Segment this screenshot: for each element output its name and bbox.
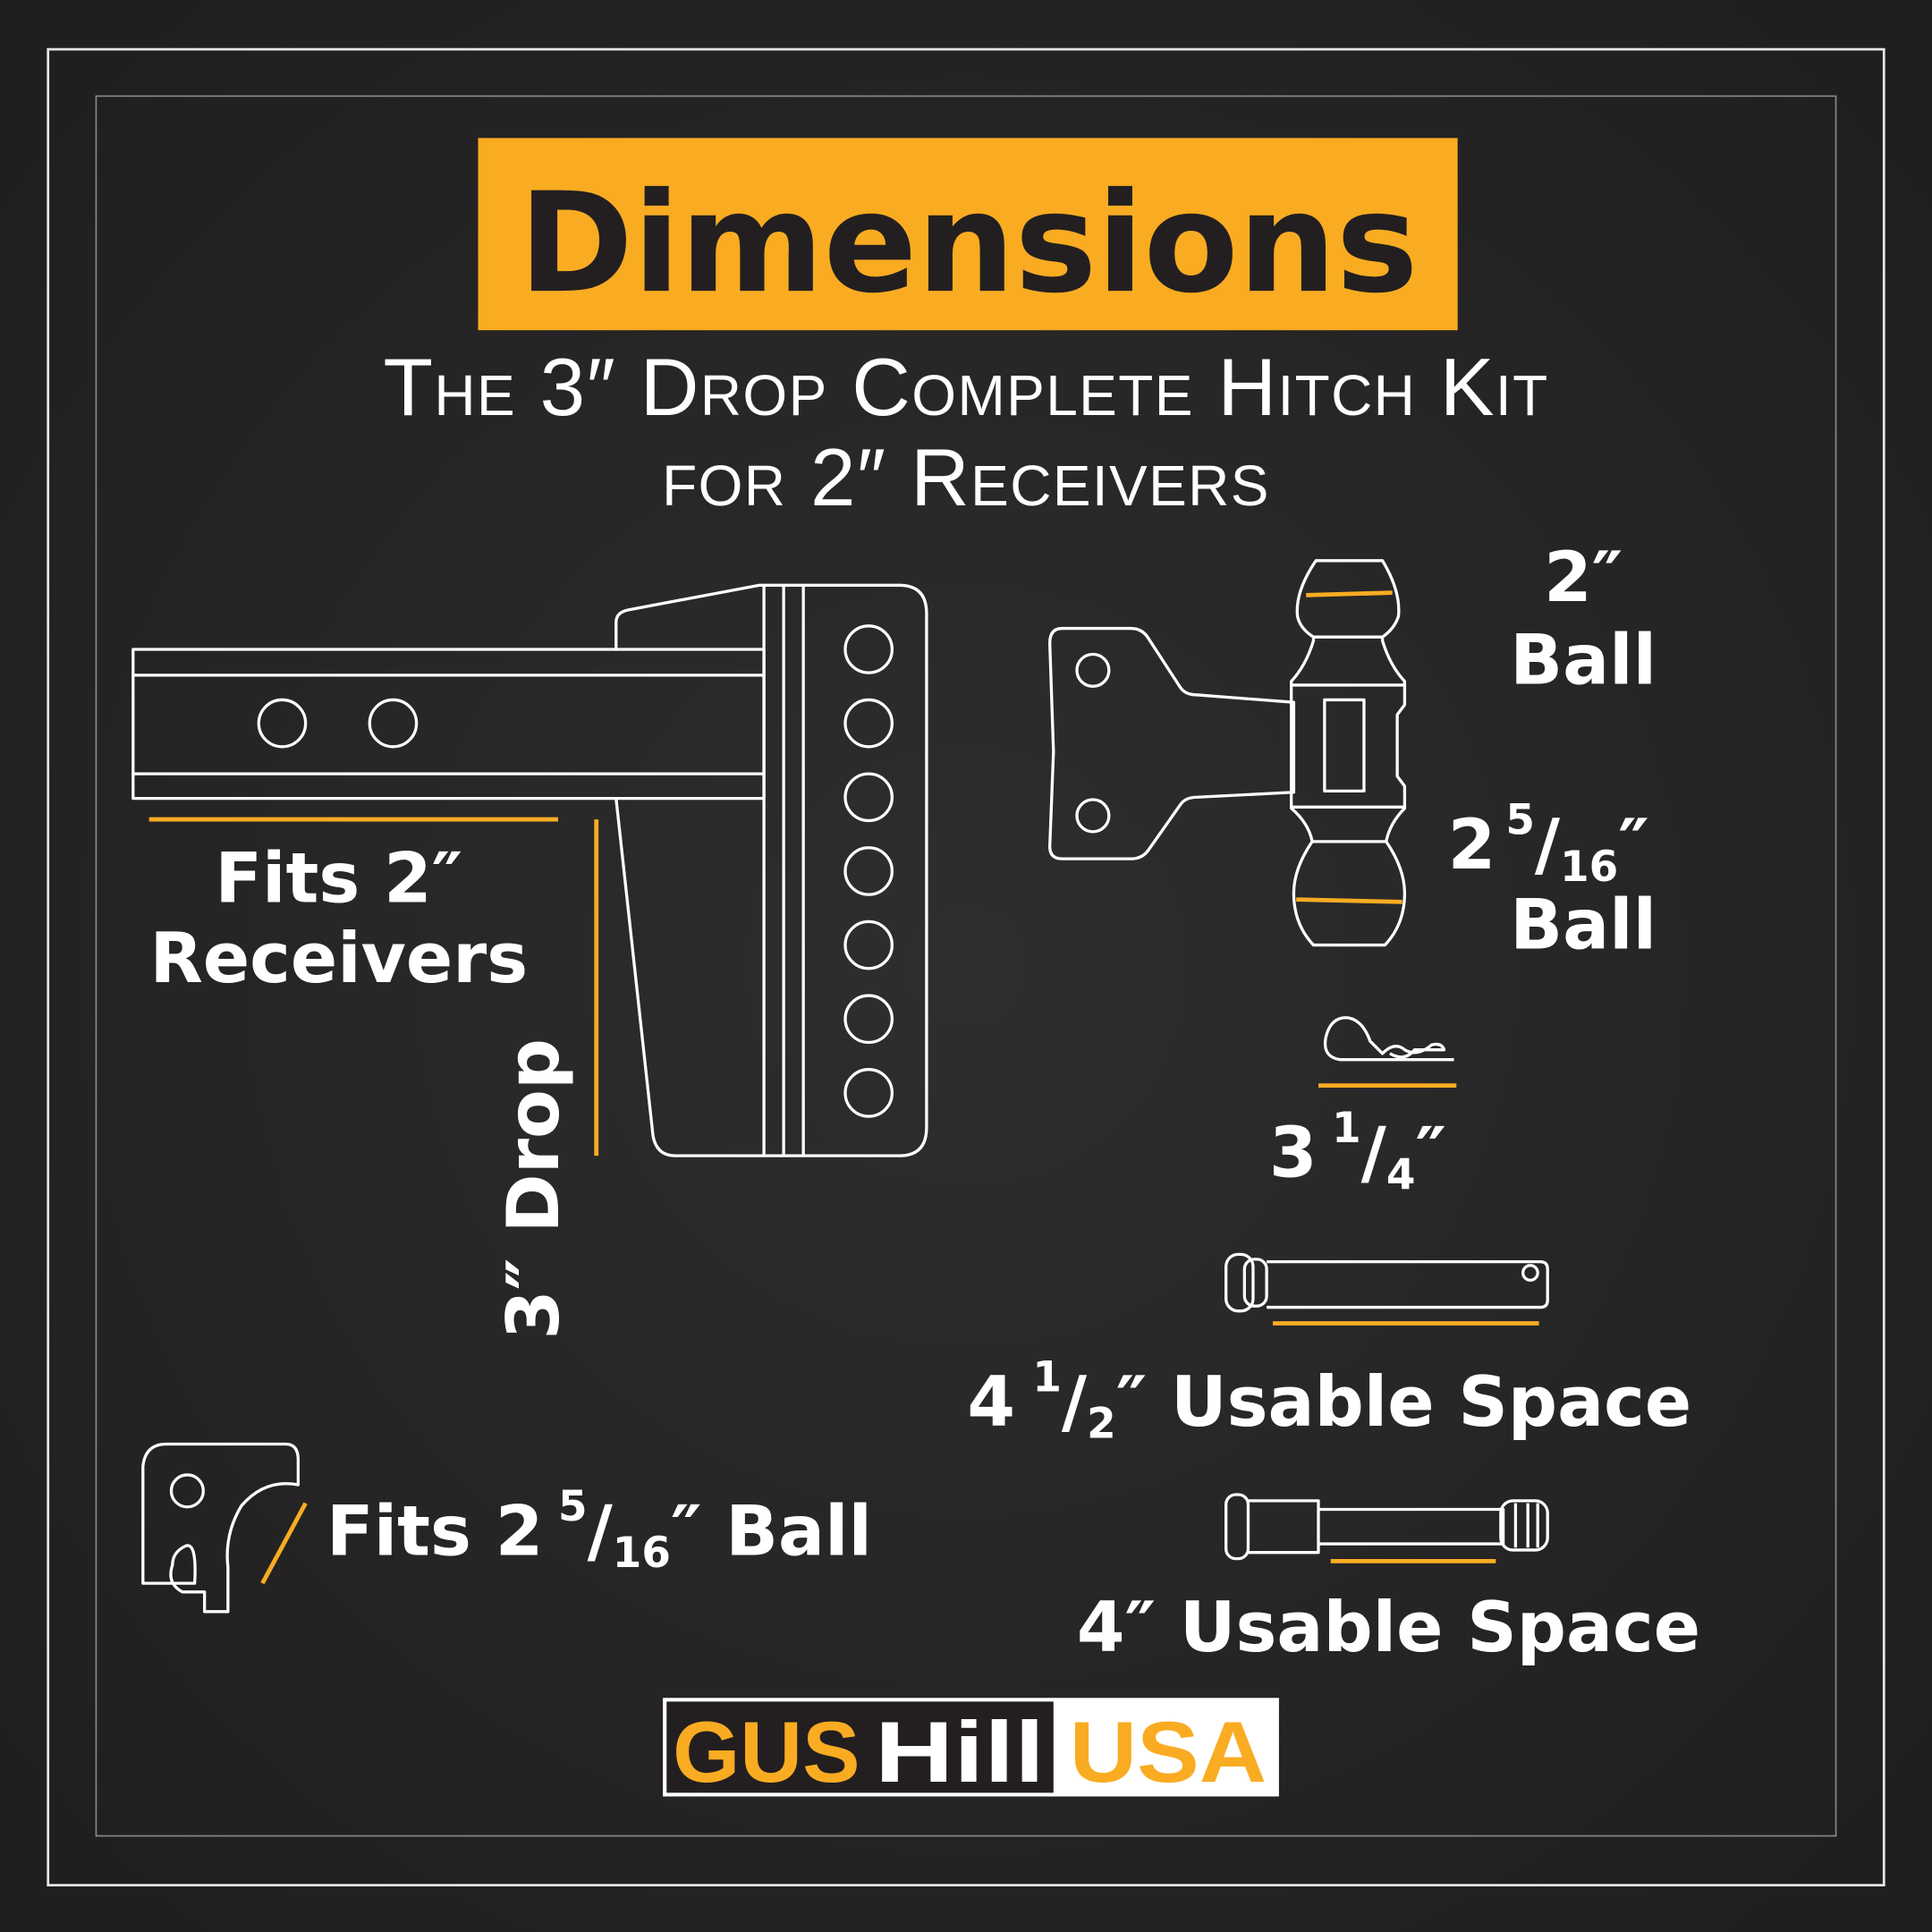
logo-gus: GUS: [673, 1705, 860, 1801]
gushill-usa-logo: GUS Hill USA: [663, 1698, 1279, 1801]
denominator: 4: [1386, 1151, 1416, 1199]
denominator: 16: [613, 1530, 671, 1578]
rest: ″ Ball: [671, 1491, 872, 1572]
denominator: 16: [1560, 843, 1618, 892]
numerator: 5: [1505, 797, 1535, 845]
drop-hitch-diagram: [131, 583, 928, 1157]
large-ball-dimension-line: [1296, 897, 1402, 904]
logo-usa: USA: [1070, 1705, 1267, 1801]
subtitle-line-2: for 2″ Receivers: [662, 433, 1270, 523]
whole: 2: [1448, 805, 1496, 886]
small-ball-dimension-line: [1306, 590, 1393, 597]
title-banner: [478, 138, 1458, 331]
inner-border: [95, 95, 1837, 1837]
large-ball-label: Ball: [1510, 886, 1657, 966]
ball-lock-dimension-line: [260, 1502, 308, 1585]
rest: ″ Usable Space: [1116, 1362, 1692, 1443]
inch-mark: ″: [1415, 1114, 1445, 1194]
fits-receivers-label-2: Receivers: [149, 919, 528, 999]
small-ball-size: 2″: [1544, 538, 1623, 618]
dual-ball-mount-diagram: [1048, 559, 1407, 947]
whole: 4: [967, 1362, 1015, 1443]
inch-mark: ″: [1618, 805, 1648, 886]
slash: /: [588, 1491, 614, 1572]
small-ball-label: Ball: [1510, 621, 1657, 701]
outer-border: [47, 47, 1885, 1887]
numerator: 5: [558, 1483, 588, 1531]
slash: /: [1535, 805, 1561, 886]
pin2-usable-space: 4″ Usable Space: [1077, 1588, 1700, 1668]
fits-receivers-label-1: Fits 2″: [215, 838, 462, 919]
threaded-pin-icon: [1224, 1493, 1549, 1561]
page-title: Dimensions: [519, 164, 1419, 324]
denominator: 2: [1087, 1401, 1116, 1449]
slash: /: [1062, 1362, 1088, 1443]
hitch-pin-icon: [1224, 1252, 1549, 1313]
slash: /: [1361, 1114, 1387, 1194]
drop-label: 3″ Drop: [492, 1038, 575, 1340]
numerator: 1: [1332, 1105, 1361, 1153]
fits-ball-label: Fits 2 5/16″ Ball: [326, 1483, 872, 1578]
subtitle-line-1: The 3″ Drop Complete Hitch Kit: [383, 343, 1548, 433]
ball-lock-icon: [141, 1442, 301, 1614]
logo-hill: Hill: [875, 1705, 1045, 1801]
numerator: 1: [1032, 1353, 1062, 1402]
hitch-clip-icon: [1323, 1016, 1454, 1062]
whole: 3: [1269, 1114, 1318, 1194]
prefix: Fits 2: [326, 1491, 543, 1572]
